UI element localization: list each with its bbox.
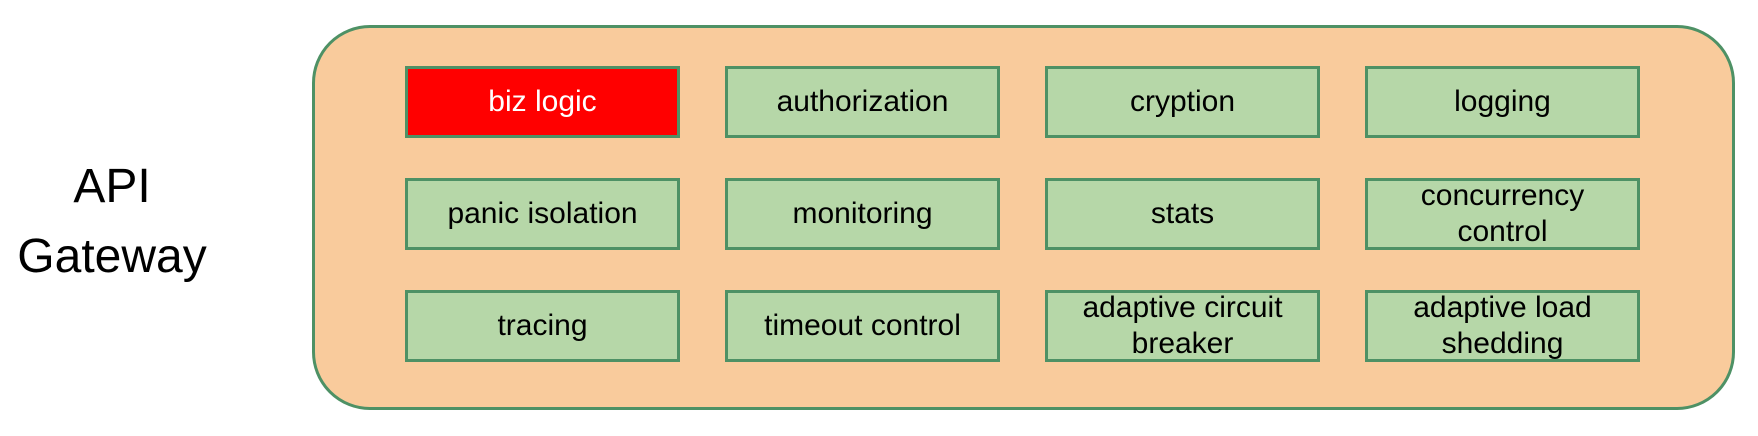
module-box-panic-isolation: panic isolation <box>405 178 680 250</box>
module-label: stats <box>1150 197 1215 230</box>
module-label: monitoring <box>792 197 933 230</box>
module-box-stats: stats <box>1045 178 1320 250</box>
module-label: concurrency control <box>1420 179 1585 248</box>
module-box-logging: logging <box>1365 66 1640 138</box>
module-label: panic isolation <box>447 197 638 230</box>
module-box-adaptive-circuit-breaker: adaptive circuit breaker <box>1045 290 1320 362</box>
module-label: tracing <box>497 309 588 342</box>
module-box-concurrency-control: concurrency control <box>1365 178 1640 250</box>
module-label: timeout control <box>764 309 961 342</box>
module-label: adaptive circuit breaker <box>1082 291 1283 360</box>
module-box-timeout-control: timeout control <box>725 290 1000 362</box>
module-label: cryption <box>1129 85 1236 118</box>
module-box-biz-logic: biz logic <box>405 66 680 138</box>
module-box-monitoring: monitoring <box>725 178 1000 250</box>
module-label: logging <box>1454 85 1551 118</box>
module-box-adaptive-load-shedding: adaptive load shedding <box>1365 290 1640 362</box>
module-label: authorization <box>776 85 949 118</box>
api-gateway-label: API Gateway <box>17 160 207 283</box>
module-label: adaptive load shedding <box>1413 291 1592 360</box>
module-box-tracing: tracing <box>405 290 680 362</box>
module-box-cryption: cryption <box>1045 66 1320 138</box>
module-box-authorization: authorization <box>725 66 1000 138</box>
modules-grid: biz logic authorization cryption logging… <box>405 66 1640 362</box>
module-label: biz logic <box>488 85 597 118</box>
api-gateway-container: biz logic authorization cryption logging… <box>312 25 1735 410</box>
